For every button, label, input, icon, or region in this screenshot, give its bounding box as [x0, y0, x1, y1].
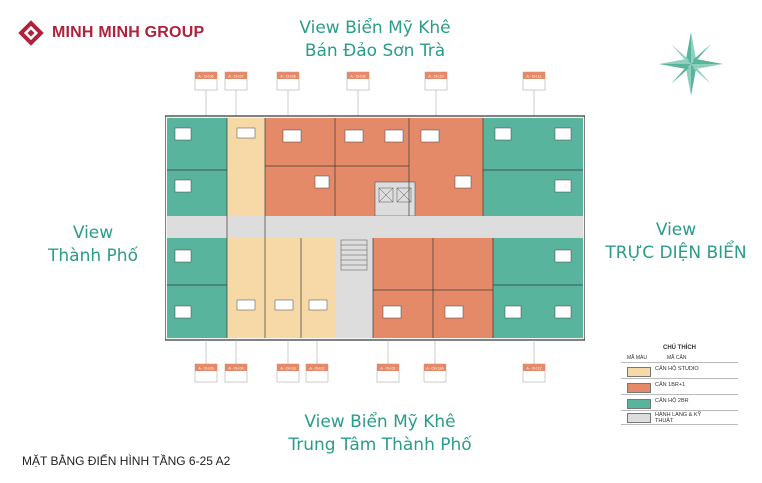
view-bottom-line2: Trung Tâm Thành Phố [288, 435, 472, 455]
legend-swatch-1br [627, 383, 651, 393]
legend-swatch-2br [627, 399, 651, 409]
tag-top-5: A - CH.10 [428, 75, 443, 79]
unit-bottom-ch01 [433, 238, 493, 338]
legend-col2: MÃ CĂN [667, 355, 687, 361]
legend-label: CĂN 1BR+1 [655, 382, 686, 388]
legend-label: HÀNH LANG & KỸ THUẬT [655, 412, 702, 424]
unit-top-ch10 [409, 118, 483, 216]
core-bottom [335, 238, 373, 338]
legend-row: CĂN HỘ STUDIO [621, 362, 738, 379]
view-bottom: View Biển Mỹ Khê Trung Tâm Thành Phố [255, 411, 505, 457]
unit-bottom-ch03 [265, 238, 335, 338]
view-top: View Biển Mỹ Khê Bán Đảo Sơn Trà [250, 17, 500, 63]
corridor [167, 216, 583, 238]
top-unit-tags: A - CH.06 A - CH.07 A - CH.08 A - CH.09 … [194, 71, 546, 91]
tag-bottom-5: A - CH.01 [380, 367, 395, 371]
legend-label: CĂN HỘ STUDIO [655, 366, 699, 372]
tag-bottom-2: A - CH.04 [228, 367, 243, 371]
tag-top-3: A - CH.08 [280, 75, 295, 79]
legend-label: CĂN HỘ 2BR [655, 398, 689, 404]
legend-row: CĂN HỘ 2BR [621, 394, 738, 411]
view-right-line1: View [655, 220, 697, 240]
legend-row: HÀNH LANG & KỸ THUẬT [621, 410, 738, 425]
tag-top-1: A - CH.06 [198, 75, 213, 79]
view-left: View Thành Phố [28, 222, 158, 268]
legend-title: CHÚ THÍCH [663, 345, 696, 351]
bottom-unit-tags: A - CH.05 A - CH.04 A - CH.03 A - CH.02 … [194, 363, 546, 383]
view-top-line2: Bán Đảo Sơn Trà [304, 41, 446, 61]
view-left-line1: View [72, 223, 114, 243]
logo-icon [18, 20, 44, 46]
legend-col1: MÃ MÀU [627, 355, 647, 361]
tag-top-2: A - CH.07 [228, 75, 243, 79]
view-top-line1: View Biển Mỹ Khê [299, 18, 451, 38]
view-right-line2: TRỰC DIỆN BIỂN [605, 243, 747, 263]
tag-bottom-4: A - CH.02 [309, 367, 324, 371]
legend-swatch-corridor [627, 413, 651, 423]
tag-bottom-6: A - CH.12A [426, 367, 444, 371]
unit-bottom-ch02 [373, 238, 433, 338]
view-left-line2: Thành Phố [48, 246, 138, 266]
brand-name: MINH MINH GROUP [52, 24, 205, 41]
floor-caption: MẶT BẰNG ĐIỂN HÌNH TẦNG 6-25 A2 [22, 454, 231, 468]
unit-bottom-ch04 [227, 238, 265, 338]
floor-plan: A - CH.06 A - CH.07 A - CH.08 A - CH.09 … [165, 71, 585, 383]
tag-top-6: A - CH.11 [527, 75, 542, 79]
tag-bottom-7: A - CH.12 [526, 367, 541, 371]
tag-bottom-1: A - CH.05 [198, 367, 213, 371]
view-right: View TRỰC DIỆN BIỂN [596, 219, 756, 265]
view-bottom-line1: View Biển Mỹ Khê [304, 412, 456, 432]
tag-top-4: A - CH.09 [350, 75, 365, 79]
legend: CHÚ THÍCH MÃ MÀU MÃ CĂN CĂN HỘ STUDIO CĂ… [621, 345, 738, 425]
legend-swatch-studio [627, 367, 651, 377]
compass-icon [659, 32, 723, 96]
tag-bottom-3: A - CH.03 [280, 367, 295, 371]
legend-row: CĂN 1BR+1 [621, 378, 738, 395]
